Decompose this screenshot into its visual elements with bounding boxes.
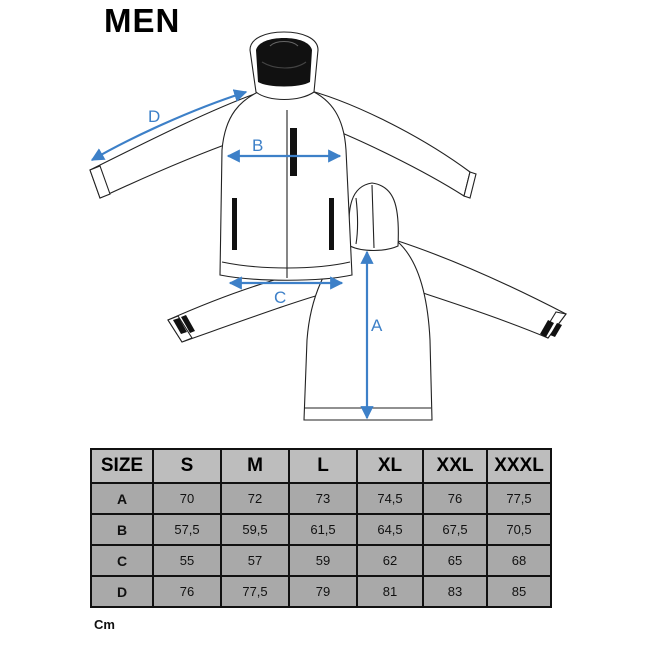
- jacket-illustration: D B C A: [89, 31, 567, 421]
- measurement-cell: 67,5: [422, 513, 488, 546]
- measurement-cell: 77,5: [486, 482, 552, 515]
- row-label-cell: A: [90, 482, 154, 515]
- measurement-cell: 64,5: [356, 513, 424, 546]
- measurement-cell: 73: [288, 482, 358, 515]
- label-d: D: [148, 107, 160, 126]
- measurement-cell: 57: [220, 544, 290, 577]
- measurement-cell: 68: [486, 544, 552, 577]
- size-column-header: L: [288, 448, 358, 484]
- measurement-cell: 79: [288, 575, 358, 608]
- label-c: C: [274, 288, 286, 307]
- row-label-cell: C: [90, 544, 154, 577]
- measurement-cell: 70: [152, 482, 222, 515]
- measurement-cell: 85: [486, 575, 552, 608]
- page-title: MEN: [104, 2, 181, 39]
- measurement-cell: 57,5: [152, 513, 222, 546]
- measurement-cell: 59: [288, 544, 358, 577]
- arrow-d: [90, 89, 248, 161]
- measurement-cell: 70,5: [486, 513, 552, 546]
- measurement-cell: 61,5: [288, 513, 358, 546]
- row-label-cell: D: [90, 575, 154, 608]
- measurement-cell: 59,5: [220, 513, 290, 546]
- measurement-cell: 76: [422, 482, 488, 515]
- measurement-cell: 55: [152, 544, 222, 577]
- size-column-header: XXL: [422, 448, 488, 484]
- measurement-cell: 65: [422, 544, 488, 577]
- unit-label: Cm: [94, 617, 115, 632]
- measurement-cell: 76: [152, 575, 222, 608]
- measurement-cell: 77,5: [220, 575, 290, 608]
- size-column-header: M: [220, 448, 290, 484]
- size-header-cell: SIZE: [90, 448, 154, 484]
- size-column-header: XXXL: [486, 448, 552, 484]
- label-b: B: [252, 136, 263, 155]
- measurement-cell: 62: [356, 544, 424, 577]
- measurement-cell: 74,5: [356, 482, 424, 515]
- label-a: A: [371, 316, 383, 335]
- row-label-cell: B: [90, 513, 154, 546]
- measurement-cell: 81: [356, 575, 424, 608]
- measurement-cell: 72: [220, 482, 290, 515]
- measurement-cell: 83: [422, 575, 488, 608]
- size-column-header: S: [152, 448, 222, 484]
- measurement-arrows: [90, 89, 374, 420]
- size-column-header: XL: [356, 448, 424, 484]
